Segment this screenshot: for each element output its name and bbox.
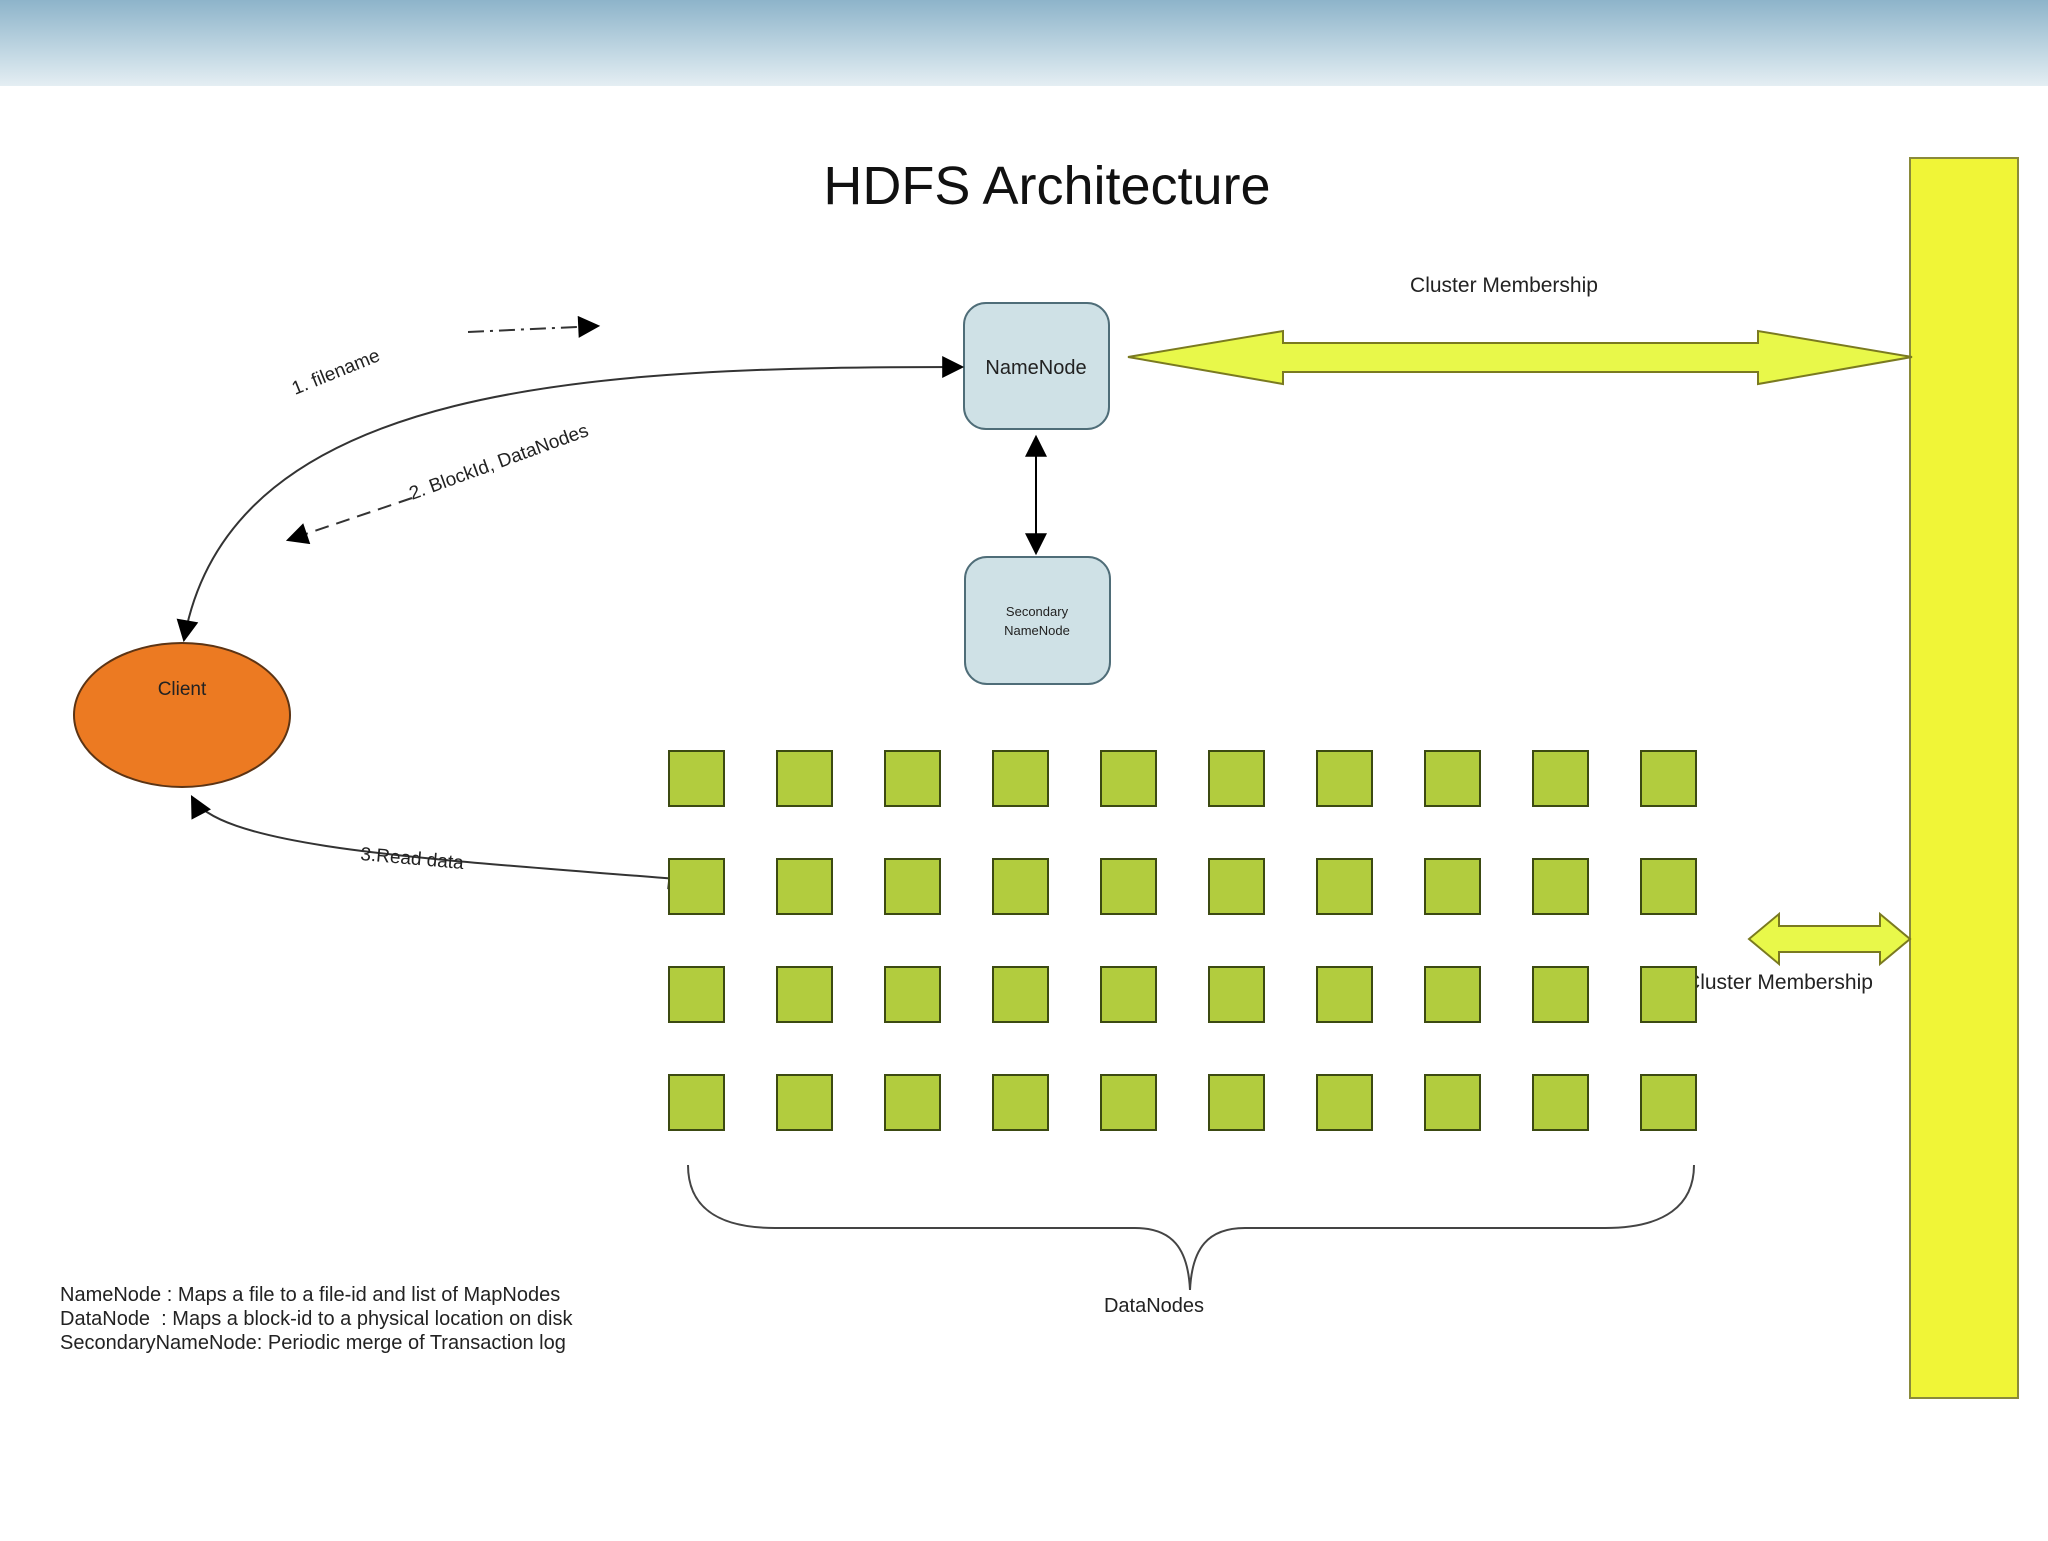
datanode-box bbox=[1532, 1074, 1589, 1131]
datanode-box bbox=[1100, 966, 1157, 1023]
datanode-box bbox=[668, 858, 725, 915]
datanode-box bbox=[1316, 858, 1373, 915]
datanode-box bbox=[884, 858, 941, 915]
datanode-box bbox=[668, 750, 725, 807]
client-read-data-curve bbox=[190, 795, 691, 890]
datanode-box bbox=[1532, 858, 1589, 915]
datanode-box bbox=[1532, 750, 1589, 807]
datanode-box bbox=[1100, 1074, 1157, 1131]
datanode-box bbox=[1316, 750, 1373, 807]
header-band bbox=[0, 0, 2048, 86]
datanodes-label: DataNodes bbox=[1104, 1295, 1204, 1317]
datanode-box bbox=[1316, 1074, 1373, 1131]
datanode-box bbox=[776, 750, 833, 807]
diagram-title: HDFS Architecture bbox=[823, 156, 1270, 216]
cluster-membership-side-label: Cluster Membership bbox=[1685, 971, 1873, 994]
cluster-membership-arrow-top bbox=[1127, 329, 1913, 386]
datanode-box bbox=[1316, 966, 1373, 1023]
secondary-namenode-label-line2: NameNode bbox=[1004, 623, 1070, 638]
datanode-box bbox=[1208, 1074, 1265, 1131]
client-label: Client bbox=[158, 679, 207, 700]
secondary-namenode-box bbox=[964, 556, 1111, 685]
datanode-box bbox=[884, 1074, 941, 1131]
datanode-box bbox=[1208, 966, 1265, 1023]
secondary-namenode-label-line1: Secondary bbox=[1006, 604, 1069, 619]
datanode-box bbox=[1640, 966, 1697, 1023]
datanode-box bbox=[1208, 750, 1265, 807]
datanode-box bbox=[1424, 750, 1481, 807]
datanode-box bbox=[992, 750, 1049, 807]
step1-dashed-arrow bbox=[467, 315, 601, 338]
datanode-box bbox=[1424, 1074, 1481, 1131]
datanodes-brace bbox=[687, 1164, 1695, 1291]
datanode-grid bbox=[668, 750, 1697, 1131]
cluster-membership-arrow-side bbox=[1747, 911, 1912, 967]
datanode-box bbox=[668, 966, 725, 1023]
datanode-box bbox=[884, 966, 941, 1023]
datanode-box bbox=[884, 750, 941, 807]
datanode-box bbox=[776, 966, 833, 1023]
namenode-label: NameNode bbox=[985, 357, 1086, 379]
legend-line-2: DataNode : Maps a block-id to a physical… bbox=[60, 1308, 573, 1330]
namenode-to-client-curve bbox=[176, 356, 965, 643]
datanode-box bbox=[1532, 966, 1589, 1023]
legend-line-3: SecondaryNameNode: Periodic merge of Tra… bbox=[60, 1332, 566, 1354]
datanode-box bbox=[1100, 750, 1157, 807]
client-node bbox=[73, 642, 291, 788]
datanode-box bbox=[1640, 750, 1697, 807]
datanode-box bbox=[1424, 966, 1481, 1023]
datanode-box bbox=[1424, 858, 1481, 915]
legend-line-1: NameNode : Maps a file to a file-id and … bbox=[60, 1284, 560, 1306]
datanode-box bbox=[776, 1074, 833, 1131]
datanode-box bbox=[1100, 858, 1157, 915]
cluster-membership-top-label: Cluster Membership bbox=[1410, 274, 1598, 297]
datanode-box bbox=[992, 858, 1049, 915]
datanode-box bbox=[1208, 858, 1265, 915]
datanode-box bbox=[992, 966, 1049, 1023]
datanode-box bbox=[1640, 858, 1697, 915]
datanode-box bbox=[1640, 1074, 1697, 1131]
datanode-box bbox=[992, 1074, 1049, 1131]
datanode-box bbox=[668, 1074, 725, 1131]
cluster-membership-bar bbox=[1909, 157, 2019, 1399]
datanode-box bbox=[776, 858, 833, 915]
